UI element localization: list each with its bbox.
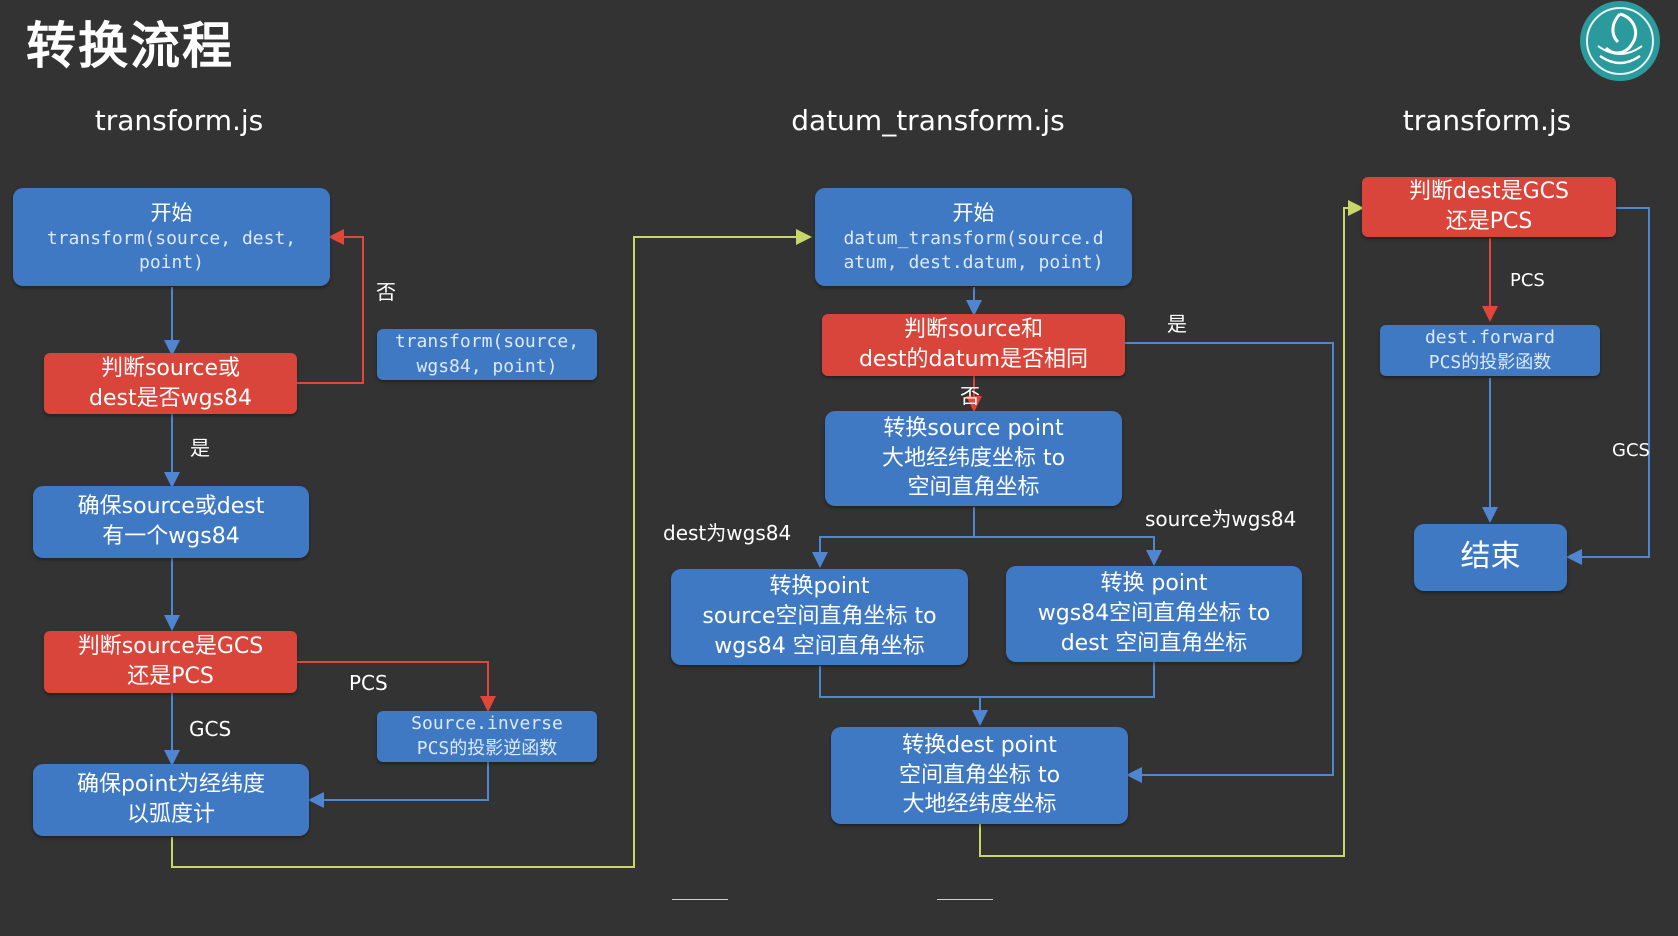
convert-dest-text: 转换dest point 空间直角坐标 to 大地经纬度坐标 <box>898 732 1061 818</box>
label-yes-2: 是 <box>1167 312 1187 336</box>
check-gcs-dest-decision: 判断dest是GCS 还是PCS <box>1362 177 1616 237</box>
label-yes-1: 是 <box>190 436 210 460</box>
check-datum-text: 判断source和 dest的datum是否相同 <box>858 317 1089 372</box>
footer-divider-left <box>672 899 728 900</box>
start-datum-code: datum_transform(source.d atum, dest.datu… <box>843 227 1104 274</box>
convert-source-text: 转换source point 大地经纬度坐标 to 空间直角坐标 <box>881 415 1066 501</box>
arrow-inverse-to-radians <box>308 762 489 808</box>
page-title: 转换流程 <box>26 17 234 75</box>
end-text: 结束 <box>1460 539 1521 575</box>
arrow-pcs-to-inverse <box>297 661 496 712</box>
arrow-merge <box>819 662 1155 698</box>
start-transform-node: 开始 transform(source, dest, point) <box>13 188 330 286</box>
crane-emblem-icon <box>1580 1 1660 81</box>
label-dest-wgs84: dest为wgs84 <box>663 521 792 545</box>
check-gcs-source-decision: 判断source是GCS 还是PCS <box>44 631 297 693</box>
start-datum-transform-node: 开始 datum_transform(source.d atum, dest.d… <box>815 188 1132 286</box>
arrow-to-datum-start <box>171 229 812 868</box>
label-pcs-2: PCS <box>1510 270 1545 291</box>
source-inverse-code: Source.inverse <box>411 713 563 735</box>
end-node: 结束 <box>1414 524 1567 591</box>
convert-from-wgs84-text: 转换 point wgs84空间直角坐标 to dest 空间直角坐标 <box>1037 571 1271 656</box>
arrow-gcs-to-end <box>1566 207 1650 565</box>
convert-dest-node: 转换dest point 空间直角坐标 to 大地经纬度坐标 <box>831 727 1128 824</box>
footer-divider-right <box>937 899 993 900</box>
transform-wgs84-call-node: transform(source, wgs84, point) <box>377 329 597 380</box>
check-wgs84-text: 判断source或 dest是否wgs84 <box>88 355 252 411</box>
source-inverse-node: Source.inverse PCS的投影逆函数 <box>377 711 597 762</box>
label-no-2: 否 <box>960 384 980 408</box>
check-gcs-dest-text: 判断dest是GCS 还是PCS <box>1409 179 1569 234</box>
start-transform-title: 开始 <box>150 200 193 225</box>
check-gcs-source-text: 判断source是GCS 还是PCS <box>77 634 264 689</box>
label-source-wgs84: source为wgs84 <box>1145 507 1297 531</box>
check-datum-decision: 判断source和 dest的datum是否相同 <box>822 314 1125 376</box>
label-gcs-2: GCS <box>1612 440 1650 461</box>
label-no-1: 否 <box>376 280 396 304</box>
convert-from-wgs84-node: 转换 point wgs84空间直角坐标 to dest 空间直角坐标 <box>1006 566 1302 662</box>
label-gcs-1: GCS <box>189 717 232 741</box>
arrow-to-wgs84-branch <box>812 507 975 568</box>
dest-forward-node: dest.forward PCS的投影函数 <box>1380 325 1600 376</box>
ensure-wgs84-node: 确保source或dest 有一个wgs84 <box>33 486 309 558</box>
arrow-yes-to-dest <box>1125 342 1334 783</box>
ensure-radians-node: 确保point为经纬度 以弧度计 <box>33 764 309 836</box>
source-inverse-desc: PCS的投影逆函数 <box>416 737 558 759</box>
column-header-transform-1: transform.js <box>94 104 264 137</box>
start-transform-code: transform(source, dest, point) <box>46 227 297 274</box>
transform-call-text: transform(source, wgs84, point) <box>394 331 580 377</box>
ensure-radians-text: 确保point为经纬度 以弧度计 <box>76 772 266 827</box>
column-header-datum-transform: datum_transform.js <box>791 104 1065 137</box>
arrow-to-check-gcs2 <box>979 200 1364 857</box>
label-pcs-1: PCS <box>349 671 388 695</box>
column-header-transform-2: transform.js <box>1402 104 1572 137</box>
convert-source-node: 转换source point 大地经纬度坐标 to 空间直角坐标 <box>825 411 1122 506</box>
dest-forward-desc: PCS的投影函数 <box>1428 351 1552 373</box>
arrow-no-loop <box>297 229 364 384</box>
dest-forward-code: dest.forward <box>1424 327 1556 349</box>
convert-to-wgs84-node: 转换point source空间直角坐标 to wgs84 空间直角坐标 <box>671 569 968 665</box>
check-wgs84-decision: 判断source或 dest是否wgs84 <box>44 353 297 414</box>
arrow-to-source-wgs84-branch <box>974 536 1162 566</box>
start-datum-title: 开始 <box>952 200 995 225</box>
convert-to-wgs84-text: 转换point source空间直角坐标 to wgs84 空间直角坐标 <box>702 574 937 659</box>
ensure-wgs84-text: 确保source或dest 有一个wgs84 <box>77 494 265 549</box>
